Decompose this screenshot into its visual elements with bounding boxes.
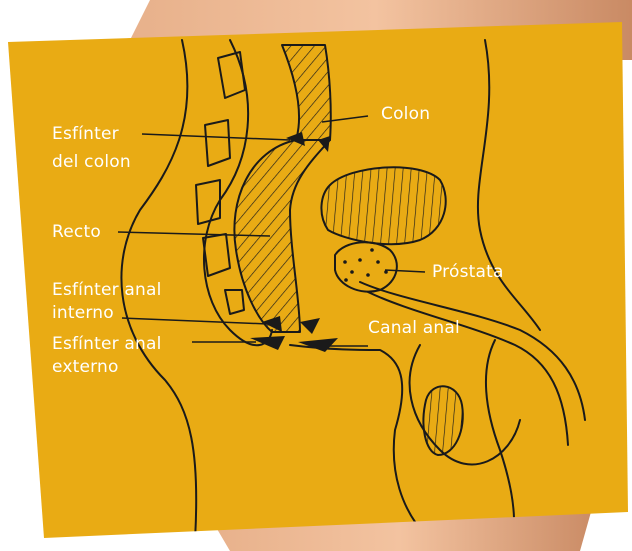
label-anal-canal: Canal anal [368, 318, 460, 339]
prostate-dot [343, 260, 347, 264]
prostate-dot [350, 270, 354, 274]
prostate-dot [366, 273, 370, 277]
bladder [321, 167, 445, 244]
prostate-dot [376, 260, 380, 264]
label-colon: Colon [381, 104, 430, 125]
label-internal-sphincter-1: Esfínter anal [52, 280, 162, 301]
prostate-dot [370, 248, 374, 252]
label-prostate: Próstata [432, 262, 504, 283]
label-rectum: Recto [52, 222, 101, 243]
label-sphincter-colon-1: Esfínter [52, 124, 119, 145]
prostate-dot [358, 258, 362, 262]
label-external-sphincter-1: Esfínter anal [52, 334, 162, 355]
label-sphincter-colon-2: del colon [52, 152, 131, 173]
label-internal-sphincter-2: interno [52, 303, 114, 324]
label-external-sphincter-2: externo [52, 357, 119, 378]
prostate-dot [344, 278, 348, 282]
